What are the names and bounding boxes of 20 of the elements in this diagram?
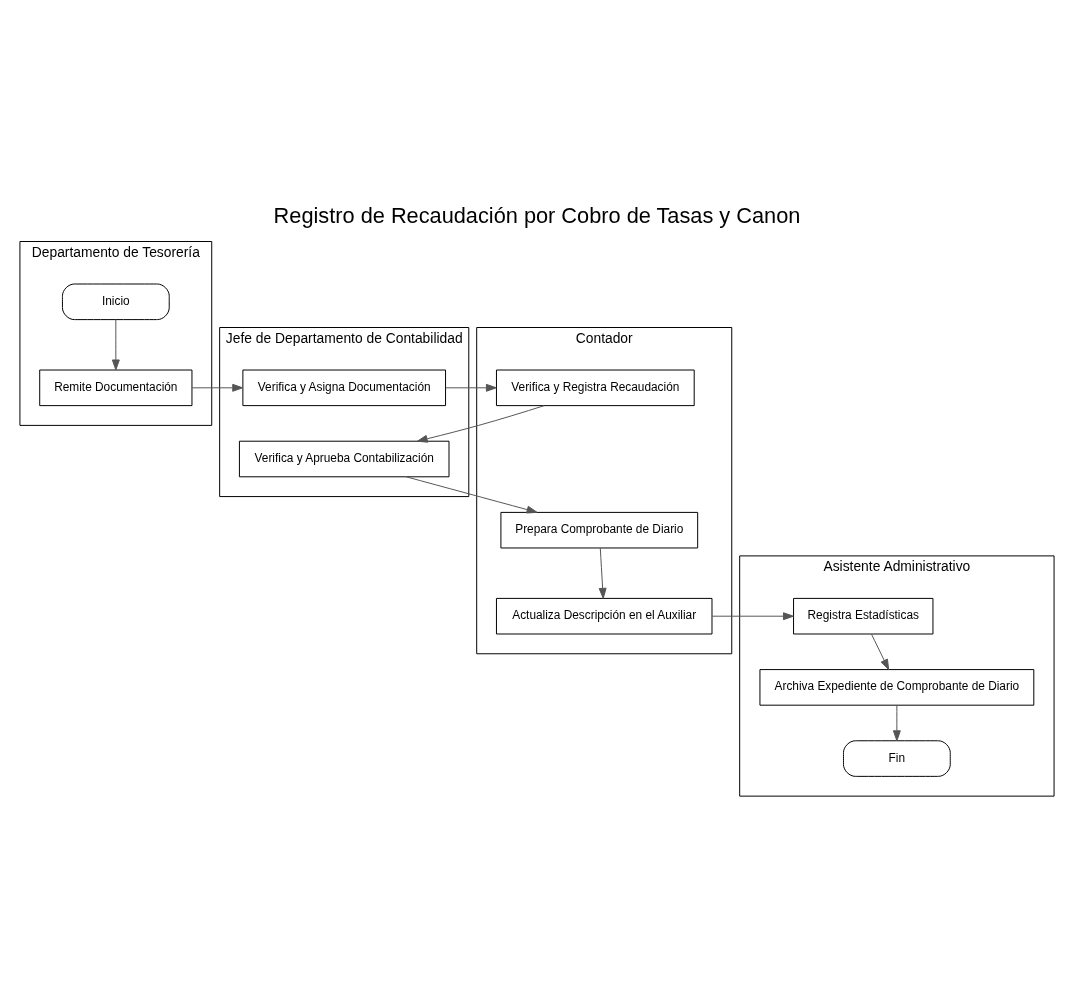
arrow <box>598 547 607 599</box>
node-box: Verifica y Registra Recaudación <box>495 369 695 407</box>
node-box: Registra Estadísticas <box>793 597 934 635</box>
node-box: Verifica y Aprueba Contabilización <box>238 440 450 478</box>
diagram-title: Registro de Recaudación por Cobro de Tasas y Canon <box>273 203 801 229</box>
arrow <box>711 612 794 621</box>
node-box: Verifica y Asigna Documentación <box>242 369 447 407</box>
node-box: Remite Documentación <box>39 369 193 407</box>
arrow <box>871 633 890 670</box>
arrow <box>416 405 545 443</box>
arrow <box>191 383 244 392</box>
node-box: Inicio <box>61 283 170 321</box>
node-box: Prepara Comprobante de Diario <box>500 511 699 549</box>
node-box: Archiva Expediente de Comprobante de Diario <box>759 669 1035 706</box>
node-box: Actualiza Descripción en el Auxiliar <box>495 597 713 635</box>
arrow <box>111 319 120 371</box>
arrow <box>892 705 901 742</box>
arrow <box>405 476 538 514</box>
node-box: Fin <box>843 740 951 777</box>
arrow <box>445 383 497 392</box>
